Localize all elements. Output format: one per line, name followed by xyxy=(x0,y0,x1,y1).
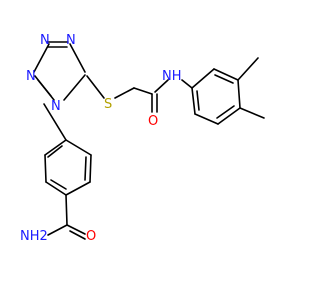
bond-ar2-c4-double xyxy=(216,105,235,119)
atom-carbonyl-o: O xyxy=(148,114,158,129)
bond-ar1-c3-double xyxy=(50,179,67,190)
molecule-diagram: N N N N S O NH O NH2 xyxy=(20,33,265,244)
bond-n4-n1-double xyxy=(37,79,52,97)
atom-n-tz3: N xyxy=(66,33,76,48)
bond-methyl-4 xyxy=(239,107,265,119)
bond-ar2-c4 xyxy=(217,107,241,125)
structure-svg: N N N N S O NH O NH2 xyxy=(20,33,265,244)
bond-ar2-c5 xyxy=(194,113,219,125)
bond-ar1-c1 xyxy=(44,139,67,156)
bond-ar1-amide-c xyxy=(65,194,68,226)
bond-n1-n2 xyxy=(33,43,50,73)
bond-ar1-c5 xyxy=(89,154,92,183)
bond-methyl-3 xyxy=(237,57,259,81)
bond-ar2-c6 xyxy=(191,87,196,115)
atom-n-tz4: N xyxy=(51,99,61,114)
bond-ar1-c5-double xyxy=(84,156,87,181)
bond-n3-c5 xyxy=(69,43,86,73)
bond-ar1-c6 xyxy=(65,139,92,156)
bond-ar1-c2 xyxy=(44,154,47,183)
atom-labels: N N N N S O NH O NH2 xyxy=(20,33,182,244)
bond-ar2-c2-double xyxy=(214,74,234,84)
bond-c5-s xyxy=(86,75,105,99)
atom-amide-o: O xyxy=(86,229,96,244)
bond-ar1-c1-double xyxy=(47,145,63,158)
bond-ar1-c4 xyxy=(65,181,91,196)
bond-s-ch2 xyxy=(114,87,135,99)
bond-amide-c-o-double xyxy=(69,230,86,240)
atom-amide-nh2: NH2 xyxy=(20,229,48,244)
atom-n-tz2: N xyxy=(40,33,50,48)
bond-n1-aryl xyxy=(43,103,67,141)
bond-ar2-c3 xyxy=(237,79,241,109)
bond-ar2-c2 xyxy=(213,68,239,81)
atom-sulfur: S xyxy=(104,97,112,112)
bond-ar1-c3 xyxy=(45,181,67,196)
bond-c5-n4 xyxy=(63,74,86,101)
atom-n-tz1: N xyxy=(26,69,36,84)
bond-ar2-c1 xyxy=(191,68,215,89)
bonds xyxy=(33,41,265,240)
bond-amide-c-o xyxy=(66,224,86,235)
bond-ch2-co xyxy=(133,87,153,95)
bond-nh-aryl xyxy=(181,79,193,89)
atom-amide-nh: NH xyxy=(162,69,182,84)
bond-amide-c-n xyxy=(47,224,68,236)
bond-ar2-c6-double xyxy=(196,90,200,111)
bond-co-nh xyxy=(154,79,169,93)
